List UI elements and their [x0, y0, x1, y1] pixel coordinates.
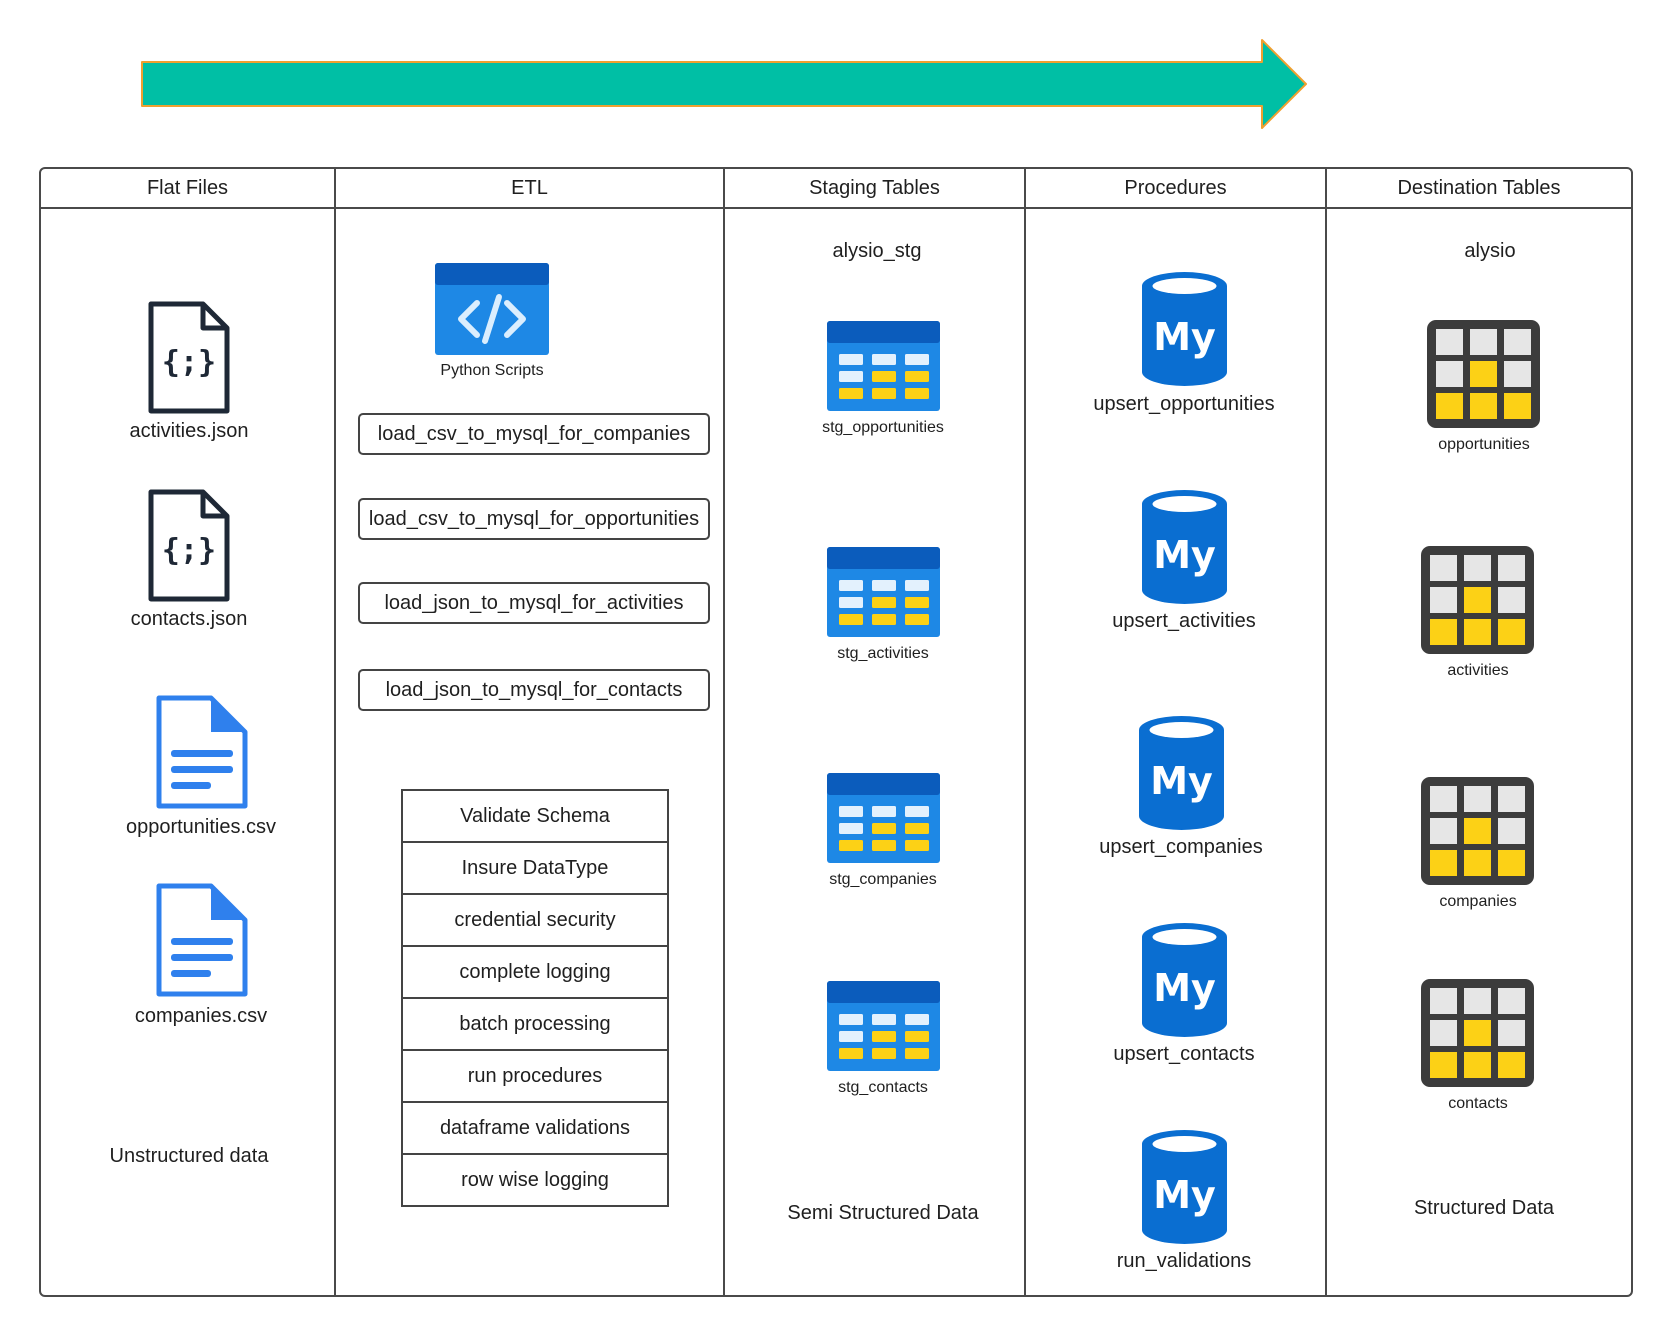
column-divider [1024, 169, 1026, 1295]
azure-table-icon [827, 981, 940, 1071]
csv-document-icon [156, 695, 248, 809]
svg-text:My: My [1153, 1173, 1216, 1217]
procedure-label: upsert_contacts [1113, 1043, 1255, 1065]
etl-job-button[interactable]: load_json_to_mysql_for_activities [358, 582, 710, 624]
column-header-flat-files: Flat Files [146, 177, 229, 199]
csv-document-icon [156, 883, 248, 997]
feature-row: run procedures [403, 1051, 667, 1103]
staging-table-label: stg_opportunities [822, 419, 944, 436]
file-label: opportunities.csv [125, 816, 277, 838]
table-grid-icon [1421, 979, 1534, 1087]
code-window-icon [435, 263, 549, 355]
feature-row: row wise logging [461, 1169, 609, 1191]
svg-text:My: My [1153, 533, 1216, 577]
column-header-procedures: Procedures [1124, 177, 1227, 199]
mysql-database-icon: My [1142, 490, 1227, 604]
feature-row: batch processing [403, 999, 667, 1051]
column-header-etl: ETL [511, 177, 548, 199]
staging-table-label: stg_companies [829, 871, 937, 888]
destination-table-label: contacts [1448, 1095, 1508, 1112]
procedure-label: upsert_activities [1112, 610, 1256, 632]
table-grid-icon [1421, 546, 1534, 654]
staging-footer: Semi Structured Data [787, 1202, 979, 1224]
staging-table-label: stg_activities [837, 645, 929, 662]
mysql-database-icon: My [1142, 923, 1227, 1037]
etl-job-button[interactable]: load_json_to_mysql_for_contacts [358, 669, 710, 711]
json-file-icon: {;} [148, 489, 230, 602]
svg-text:My: My [1153, 966, 1216, 1010]
azure-table-icon [827, 773, 940, 863]
column-divider [1325, 169, 1327, 1295]
column-divider [723, 169, 725, 1295]
file-label: companies.csv [134, 1005, 268, 1027]
mysql-database-icon: My [1139, 716, 1224, 830]
svg-text:My: My [1153, 315, 1216, 359]
mysql-database-icon: My [1142, 1130, 1227, 1244]
table-grid-icon [1427, 320, 1540, 428]
mysql-database-icon: My [1142, 272, 1227, 386]
flat-files-footer: Unstructured data [109, 1145, 269, 1167]
azure-table-icon [827, 321, 940, 411]
pipeline-grid: Flat Files ETL Staging Tables Procedures… [39, 167, 1633, 1297]
column-header-destination-tables: Destination Tables [1397, 177, 1561, 199]
azure-table-icon [827, 547, 940, 637]
etl-job-button[interactable]: load_csv_to_mysql_for_opportunities [358, 498, 710, 540]
procedure-label: upsert_opportunities [1093, 393, 1275, 415]
destination-footer: Structured Data [1413, 1197, 1555, 1219]
file-label: contacts.json [130, 608, 248, 630]
column-divider [334, 169, 336, 1295]
procedure-label: run_validations [1116, 1250, 1252, 1272]
staging-table-label: stg_contacts [838, 1079, 928, 1096]
table-grid-icon [1421, 777, 1534, 885]
svg-text:My: My [1150, 759, 1213, 803]
feature-row: dataframe validations [403, 1103, 667, 1155]
destination-table-label: opportunities [1438, 436, 1530, 453]
flow-arrow [141, 39, 1307, 129]
python-scripts-label: Python Scripts [440, 362, 544, 379]
feature-row: credential security [403, 895, 667, 947]
column-header-staging-tables: Staging Tables [809, 177, 940, 199]
feature-row: complete logging [403, 947, 667, 999]
file-label: activities.json [129, 420, 249, 442]
etl-features-table: Validate Schema Insure DataType credenti… [401, 789, 669, 1207]
etl-job-button[interactable]: load_csv_to_mysql_for_companies [358, 413, 710, 455]
json-file-icon: {;} [148, 301, 230, 414]
staging-schema-label: alysio_stg [832, 240, 922, 262]
destination-table-label: activities [1447, 662, 1509, 679]
feature-row: Insure DataType [403, 843, 667, 895]
procedure-label: upsert_companies [1099, 836, 1263, 858]
destination-schema-label: alysio [1464, 240, 1516, 262]
destination-table-label: companies [1439, 893, 1517, 910]
svg-text:{;}: {;} [162, 345, 216, 380]
feature-row: Validate Schema [403, 791, 667, 843]
header-divider [41, 207, 1631, 209]
svg-text:{;}: {;} [162, 533, 216, 568]
